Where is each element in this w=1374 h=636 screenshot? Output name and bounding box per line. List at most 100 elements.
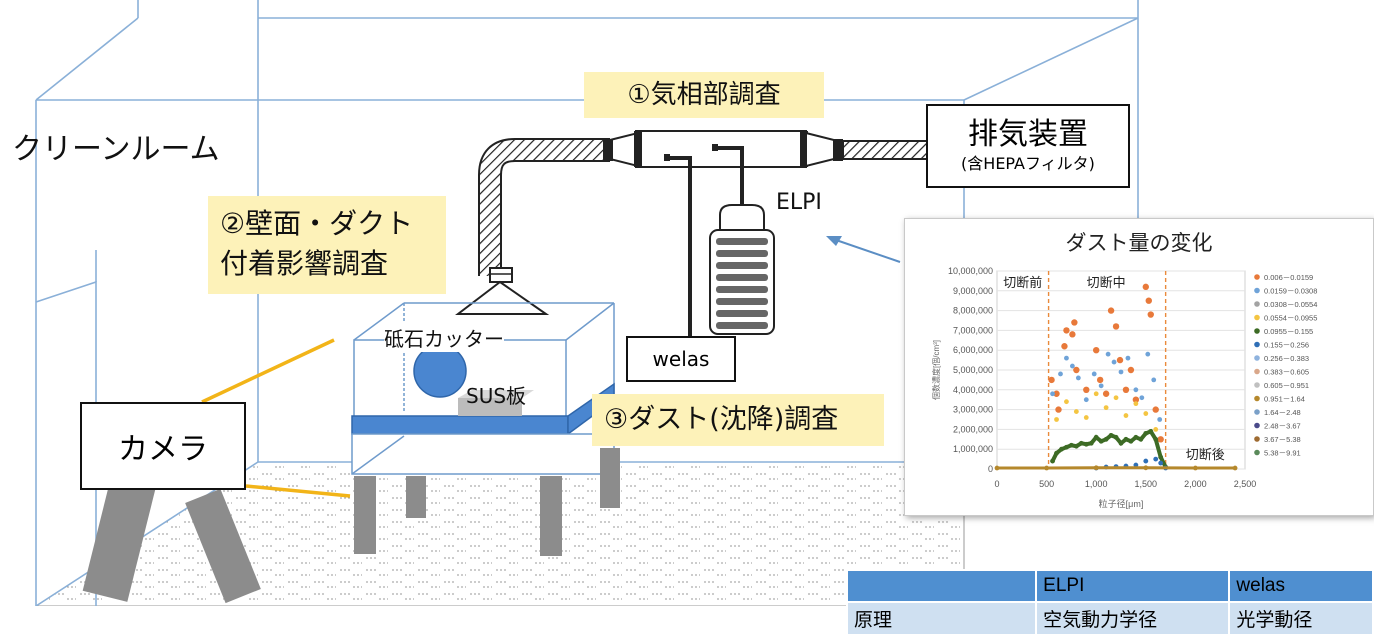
data-point xyxy=(1114,435,1119,440)
data-point xyxy=(1104,437,1109,442)
legend-marker xyxy=(1254,436,1260,442)
y-tick-label: 7,000,000 xyxy=(953,325,993,335)
table-header-cell: welas xyxy=(1229,570,1373,602)
y-tick-label: 2,000,000 xyxy=(953,424,993,434)
grinder-label: 砥石カッター xyxy=(384,323,504,352)
legend-marker xyxy=(1254,369,1260,375)
data-point xyxy=(1143,459,1148,464)
data-point xyxy=(1129,439,1134,444)
elpi-instrument xyxy=(710,205,774,334)
data-point xyxy=(1074,409,1079,414)
data-point xyxy=(1064,399,1069,404)
data-point xyxy=(1153,437,1158,442)
data-point xyxy=(1124,437,1129,442)
phase-label: 切断後 xyxy=(1186,447,1225,462)
table-header-cell: ELPI xyxy=(1036,570,1229,602)
y-tick-label: 5,000,000 xyxy=(953,365,993,375)
data-point xyxy=(1092,372,1097,377)
camera-box: カメラ xyxy=(80,402,246,490)
data-point xyxy=(1153,427,1158,432)
y-tick-label: 3,000,000 xyxy=(953,405,993,415)
legend-marker xyxy=(1254,301,1260,307)
data-point xyxy=(1050,459,1055,464)
data-point xyxy=(1153,406,1159,412)
legend-marker xyxy=(1254,328,1260,334)
data-point xyxy=(1069,443,1074,448)
data-point xyxy=(1055,406,1061,412)
y-tick-label: 0 xyxy=(988,464,993,474)
wall-duct-line-1: ②壁面・ダクト xyxy=(220,204,446,244)
table-cell: 空気動力学径 xyxy=(1036,602,1229,635)
y-tick-label: 9,000,000 xyxy=(953,286,993,296)
data-point xyxy=(1048,377,1054,383)
data-point xyxy=(1094,391,1099,396)
data-point xyxy=(1084,397,1089,402)
data-point xyxy=(1093,347,1099,353)
data-point xyxy=(1073,367,1079,373)
legend-entry: 2.48－3.67 xyxy=(1264,422,1301,431)
instrument-table: ELPI welas 原理 空気動力学径 光学動径 xyxy=(846,569,1374,636)
clean-room-label: クリーンルーム xyxy=(12,124,220,168)
legend-marker xyxy=(1254,423,1260,429)
data-point xyxy=(1109,433,1114,438)
y-tick-label: 4,000,000 xyxy=(953,385,993,395)
data-point xyxy=(1153,457,1158,462)
data-point xyxy=(1138,437,1143,442)
dust-chart: 0 1,000,000 2,000,000 3,000,000 4,000,000 5,0… xyxy=(905,219,1373,515)
data-point xyxy=(1158,461,1163,466)
legend-marker xyxy=(1254,342,1260,348)
data-point xyxy=(995,466,1000,471)
x-tick-label: 1,000 xyxy=(1085,479,1108,489)
data-point xyxy=(1193,466,1198,471)
data-point xyxy=(1106,352,1111,357)
data-point xyxy=(1148,311,1154,317)
legend-marker xyxy=(1254,315,1260,321)
elpi-label: ELPI xyxy=(776,190,822,215)
data-point xyxy=(1114,395,1119,400)
table-header-cell xyxy=(847,570,1036,602)
exhaust-device-title: 排気装置 xyxy=(968,117,1088,153)
data-point xyxy=(1146,298,1152,304)
camera-label: カメラ xyxy=(118,424,208,468)
data-point xyxy=(1143,431,1148,436)
data-point xyxy=(1157,436,1163,442)
data-point xyxy=(1112,360,1117,365)
data-point xyxy=(1133,387,1138,392)
data-point xyxy=(1054,451,1059,456)
y-tick-label: 8,000,000 xyxy=(953,306,993,316)
data-point xyxy=(1133,401,1138,406)
data-point xyxy=(1084,442,1089,447)
y-axis-label: 個数濃度[個/cm³] xyxy=(931,340,941,400)
welas-label: welas xyxy=(653,347,710,371)
y-tick-label: 1,000,000 xyxy=(953,444,993,454)
legend-marker xyxy=(1254,409,1260,415)
data-point xyxy=(1145,352,1150,357)
x-tick-label: 1,500 xyxy=(1135,479,1158,489)
data-point xyxy=(1064,445,1069,450)
data-point xyxy=(1069,331,1075,337)
data-point xyxy=(1071,319,1077,325)
legend-entry: 0.006－0.0159 xyxy=(1264,273,1313,282)
data-point xyxy=(1143,411,1148,416)
data-point xyxy=(1074,444,1079,449)
legend-marker xyxy=(1254,396,1260,402)
legend-entry: 3.67－5.38 xyxy=(1264,435,1301,444)
data-point xyxy=(1113,323,1119,329)
data-point xyxy=(1054,417,1059,422)
legend-marker xyxy=(1254,382,1260,388)
legend-marker xyxy=(1254,450,1260,456)
legend-entry: 0.155－0.256 xyxy=(1264,341,1309,350)
table-cell: 光学動径 xyxy=(1229,602,1373,635)
legend-entry: 0.0955－0.155 xyxy=(1264,327,1313,336)
data-point xyxy=(1133,435,1138,440)
data-point xyxy=(1158,455,1163,460)
data-point xyxy=(1124,413,1129,418)
data-point xyxy=(1143,465,1148,470)
duct-system xyxy=(458,131,927,340)
data-point xyxy=(1094,435,1099,440)
data-point xyxy=(1099,439,1104,444)
data-point xyxy=(1123,387,1129,393)
legend-entry: 0.0554－0.0955 xyxy=(1264,314,1317,323)
wall-duct-survey-label: ②壁面・ダクト 付着影響調査 xyxy=(208,196,446,294)
